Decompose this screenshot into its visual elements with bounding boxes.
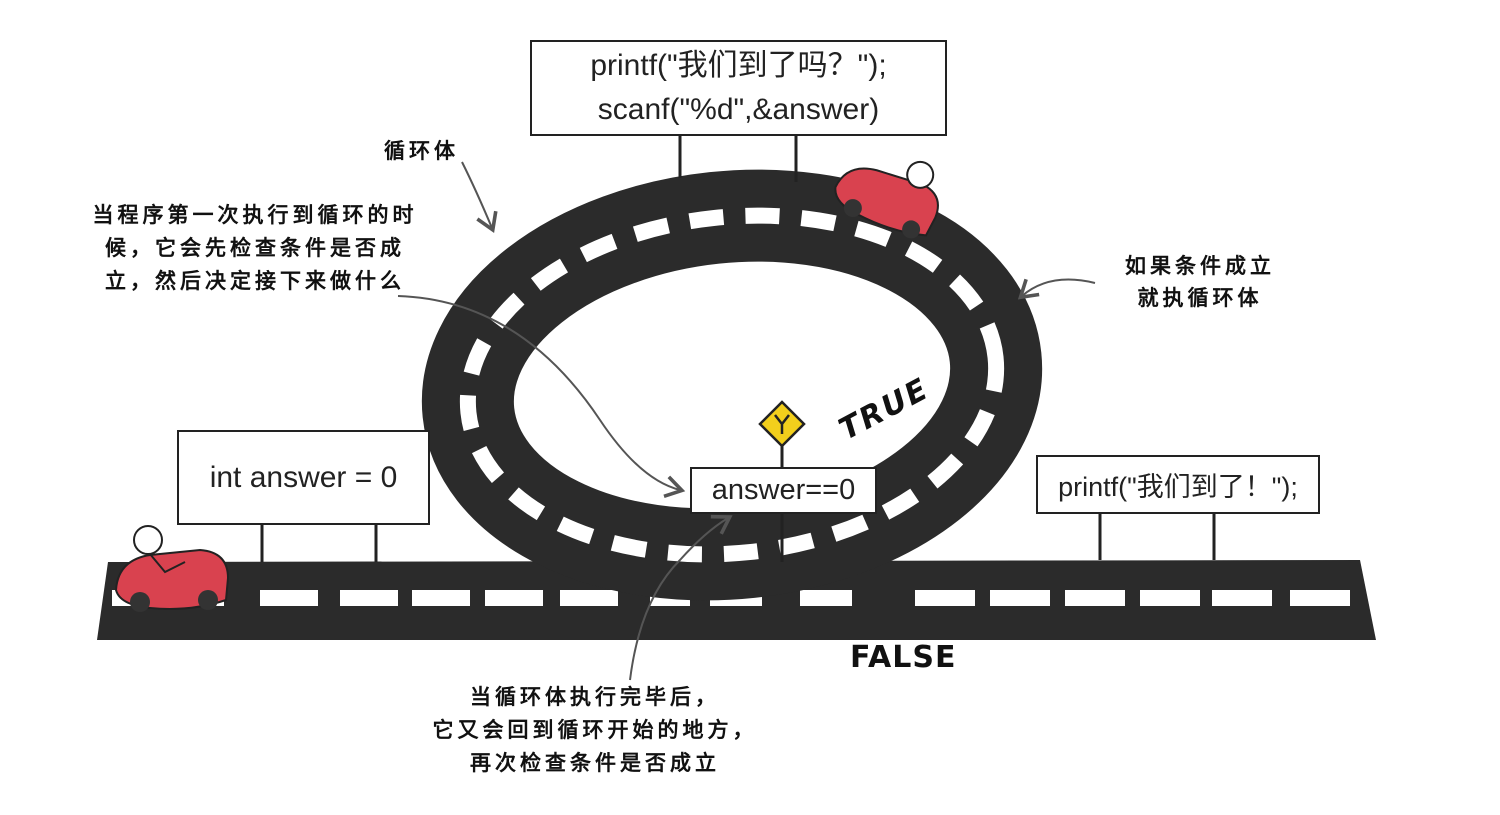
junction-sign-icon	[758, 400, 806, 448]
note-after-body-line1: 当循环体执行完毕后，	[470, 684, 720, 709]
after-loop-code: printf("我们到了！");	[1058, 472, 1298, 502]
arrow-true-to-loop	[1017, 278, 1096, 300]
note-first-run-line3: 立，然后决定接下来做什么	[105, 268, 405, 293]
after-loop-code-box: printf("我们到了！");	[1036, 455, 1320, 514]
arrow-to-loop-body	[461, 161, 498, 233]
loop-body-code-line1: printf("我们到了吗？");	[590, 49, 887, 82]
note-if-true-line1: 如果条件成立	[1125, 253, 1275, 278]
note-after-body-line3: 再次检查条件是否成立	[470, 750, 720, 775]
car-loop-icon	[834, 160, 939, 239]
loop-body-code-line2: scanf("%d",&answer)	[597, 93, 880, 126]
note-after-body-line2: 它又会回到循环开始的地方，	[432, 717, 758, 742]
signposts	[260, 136, 1216, 562]
note-loop-body: 循环体	[384, 138, 459, 163]
condition-code-box: answer==0	[690, 467, 877, 514]
note-first-run-line2: 候，它会先检查条件是否成	[105, 235, 405, 260]
loop-body-code-box: printf("我们到了吗？"); scanf("%d",&answer)	[530, 40, 947, 136]
note-first-run-line1: 当程序第一次执行到循环的时	[92, 202, 418, 227]
init-code-box: int answer = 0	[177, 430, 430, 525]
road-loop	[421, 169, 1043, 601]
init-code: int answer = 0	[209, 460, 398, 494]
arrow-to-condition	[397, 295, 686, 499]
note-if-true-line2: 就执循环体	[1137, 285, 1263, 310]
note-if-true: 如果条件成立 就执循环体	[1100, 250, 1300, 314]
car-start-icon	[114, 525, 230, 612]
note-first-run: 当程序第一次执行到循环的时 候，它会先检查条件是否成 立，然后决定接下来做什么	[40, 198, 470, 297]
straight-road	[97, 560, 1376, 640]
label-false: FALSE	[850, 640, 957, 675]
condition-code: answer==0	[711, 474, 856, 506]
note-after-body: 当循环体执行完毕后， 它又会回到循环开始的地方， 再次检查条件是否成立	[380, 680, 810, 779]
arrow-back-to-condition	[629, 514, 733, 681]
loop-lane-markings	[459, 207, 1005, 563]
